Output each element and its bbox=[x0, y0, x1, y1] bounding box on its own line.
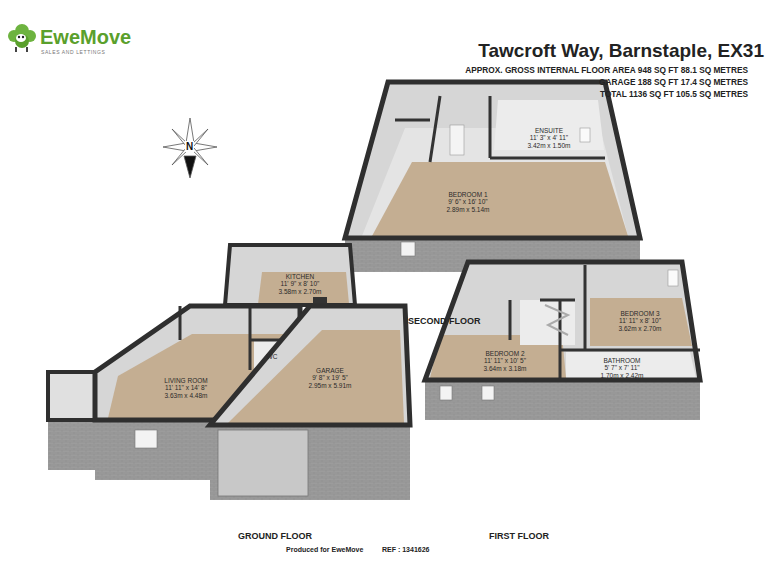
compass-north: N bbox=[185, 141, 194, 152]
room-dimension: 1.70m x 2.42m bbox=[601, 372, 644, 379]
room-label: BATHROOM5' 7" x 7' 11"1.70m x 2.42m bbox=[601, 357, 644, 379]
room-name: BATHROOM bbox=[601, 357, 644, 364]
room-name: GARAGE bbox=[309, 367, 352, 374]
room-dimension: 3.63m x 4.48m bbox=[164, 392, 207, 399]
room-name: BEDROOM 2 bbox=[484, 350, 527, 357]
room-label: ENSUITE11' 3" x 4' 11"3.42m x 1.50m bbox=[528, 127, 571, 149]
room-dimension: 11' 9" x 8' 10" bbox=[279, 280, 322, 287]
room-name: BEDROOM 1 bbox=[447, 191, 490, 198]
credit-note: Produced for EweMove bbox=[286, 546, 363, 553]
room-name: LIVING ROOM bbox=[164, 377, 207, 384]
reference-number: REF : 1341626 bbox=[382, 546, 429, 553]
room-label: LIVING ROOM11' 11" x 14' 8"3.63m x 4.48m bbox=[164, 377, 207, 399]
room-dimension: 9' 6" x 16' 10" bbox=[447, 198, 490, 205]
room-dimension: 3.64m x 3.18m bbox=[484, 365, 527, 372]
room-name: WC bbox=[267, 353, 278, 360]
logo-text: EweMove bbox=[40, 26, 131, 49]
second-floor-drawing bbox=[345, 82, 640, 272]
room-name: KITCHEN bbox=[279, 273, 322, 280]
room-label: KITCHEN11' 9" x 8' 10"3.58m x 2.70m bbox=[279, 273, 322, 295]
logo-sheep bbox=[8, 24, 36, 52]
room-dimension: 11' 3" x 4' 11" bbox=[528, 134, 571, 141]
ground-floor-drawing bbox=[48, 245, 410, 500]
area-note: APPROX. GROSS INTERNAL FLOOR AREA 948 SQ… bbox=[465, 65, 748, 75]
page-title: Tawcroft Way, Barnstaple, EX31 bbox=[478, 40, 764, 62]
logo-tagline: SALES AND LETTINGS bbox=[41, 49, 105, 55]
room-label: BEDROOM 311' 11" x 8' 10"3.62m x 2.70m bbox=[619, 310, 662, 332]
floor-name: SECOND FLOOR bbox=[408, 316, 481, 326]
area-note: GARAGE 188 SQ FT 17.4 SQ METRES bbox=[599, 77, 748, 87]
floor-name: FIRST FLOOR bbox=[489, 531, 549, 541]
room-label: GARAGE9' 8" x 19' 5"2.95m x 5.91m bbox=[309, 367, 352, 389]
room-label: BEDROOM 211' 11" x 10' 5"3.64m x 3.18m bbox=[484, 350, 527, 372]
room-label: WC bbox=[267, 353, 278, 360]
room-dimension: 3.42m x 1.50m bbox=[528, 142, 571, 149]
area-note: TOTAL 1136 SQ FT 105.5 SQ METRES bbox=[600, 89, 748, 99]
room-dimension: 11' 11" x 14' 8" bbox=[164, 384, 207, 391]
room-dimension: 9' 8" x 19' 5" bbox=[309, 374, 352, 381]
compass bbox=[163, 118, 217, 178]
room-dimension: 2.95m x 5.91m bbox=[309, 382, 352, 389]
room-name: ENSUITE bbox=[528, 127, 571, 134]
room-dimension: 5' 7" x 7' 11" bbox=[601, 364, 644, 371]
room-dimension: 11' 11" x 10' 5" bbox=[484, 357, 527, 364]
room-dimension: 11' 11" x 8' 10" bbox=[619, 317, 662, 324]
first-floor-drawing bbox=[425, 262, 700, 420]
room-name: BEDROOM 3 bbox=[619, 310, 662, 317]
room-dimension: 3.58m x 2.70m bbox=[279, 288, 322, 295]
room-dimension: 3.62m x 2.70m bbox=[619, 325, 662, 332]
room-dimension: 2.89m x 5.14m bbox=[447, 206, 490, 213]
room-label: BEDROOM 19' 6" x 16' 10"2.89m x 5.14m bbox=[447, 191, 490, 213]
floor-name: GROUND FLOOR bbox=[238, 531, 312, 541]
